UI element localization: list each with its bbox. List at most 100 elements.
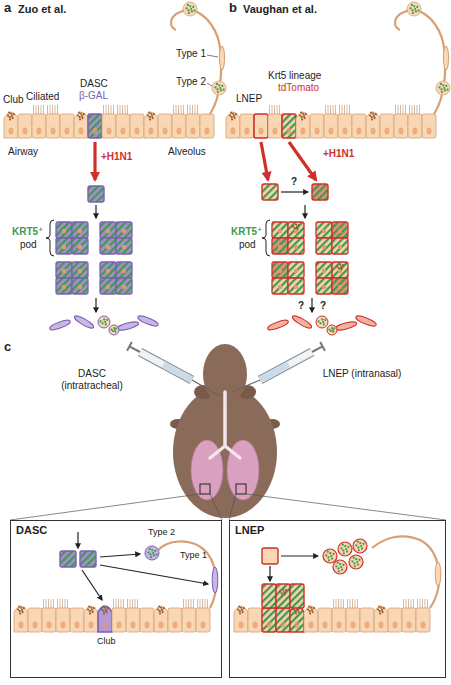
granule bbox=[335, 565, 337, 567]
cell bbox=[380, 114, 394, 138]
cilium bbox=[57, 105, 58, 114]
granule bbox=[374, 117, 376, 119]
type1-cell bbox=[212, 567, 218, 593]
panel-b bbox=[226, 2, 450, 335]
club-cell bbox=[304, 606, 318, 632]
lung-lobe bbox=[227, 440, 259, 500]
type2-cell bbox=[333, 560, 347, 574]
granule bbox=[220, 89, 222, 91]
granule bbox=[351, 560, 353, 562]
cilium bbox=[106, 105, 107, 114]
cilium bbox=[347, 105, 348, 114]
nucleus bbox=[253, 622, 258, 629]
granule bbox=[81, 115, 83, 117]
granule bbox=[187, 4, 189, 6]
nucleus bbox=[33, 622, 38, 629]
syringe-barrel bbox=[260, 352, 312, 380]
granule bbox=[9, 118, 11, 120]
granule bbox=[311, 609, 313, 611]
nucleus bbox=[399, 128, 404, 135]
cilium bbox=[347, 599, 348, 608]
granule bbox=[333, 327, 335, 329]
type2-cell bbox=[349, 555, 363, 569]
type2-like-cell bbox=[316, 316, 328, 328]
cilium bbox=[398, 105, 399, 114]
nucleus bbox=[122, 245, 126, 249]
granule bbox=[416, 6, 418, 8]
granule bbox=[218, 84, 220, 86]
nucleus bbox=[106, 269, 110, 273]
cilium bbox=[113, 105, 114, 114]
granule bbox=[155, 554, 157, 556]
cell bbox=[172, 114, 186, 138]
cilium bbox=[190, 105, 191, 114]
cilium bbox=[33, 105, 34, 114]
cell bbox=[254, 114, 268, 138]
granule bbox=[93, 607, 95, 609]
label: Club bbox=[97, 636, 116, 646]
cell bbox=[100, 222, 116, 238]
cell bbox=[18, 114, 32, 138]
zoom-line bbox=[246, 494, 446, 520]
granule bbox=[328, 559, 330, 561]
granule bbox=[325, 554, 327, 556]
bracket bbox=[46, 220, 54, 256]
nucleus bbox=[338, 229, 342, 233]
granule bbox=[443, 87, 445, 89]
cilium bbox=[188, 599, 189, 608]
nucleus bbox=[338, 245, 342, 249]
granule bbox=[230, 111, 232, 113]
type1-like-cell bbox=[137, 314, 160, 328]
cell bbox=[272, 278, 288, 294]
cell bbox=[56, 262, 72, 278]
cilium bbox=[406, 599, 407, 608]
cell bbox=[116, 238, 132, 254]
granule bbox=[188, 12, 190, 14]
granule bbox=[231, 116, 233, 118]
cell bbox=[324, 114, 338, 138]
cell bbox=[248, 608, 262, 632]
cilium bbox=[417, 105, 418, 114]
nucleus bbox=[177, 128, 182, 135]
cilium bbox=[350, 599, 351, 608]
cilium bbox=[52, 105, 53, 114]
nucleus bbox=[78, 229, 82, 233]
granule bbox=[149, 548, 151, 550]
type1-like-cell bbox=[355, 314, 378, 328]
granule bbox=[150, 556, 152, 558]
cell bbox=[116, 262, 132, 278]
label: Type 1 bbox=[176, 48, 206, 60]
cilium bbox=[113, 599, 114, 608]
cell bbox=[186, 114, 200, 138]
nucleus bbox=[351, 622, 356, 629]
infection-arrow bbox=[261, 142, 268, 180]
region-square bbox=[200, 484, 210, 494]
nucleus bbox=[117, 622, 122, 629]
granule bbox=[110, 328, 112, 330]
granule bbox=[103, 610, 105, 612]
cell bbox=[388, 608, 402, 632]
granule bbox=[295, 612, 297, 614]
label: ? bbox=[291, 176, 297, 188]
cilium bbox=[277, 105, 278, 114]
granule bbox=[235, 113, 237, 115]
granule bbox=[190, 8, 192, 10]
granule bbox=[189, 5, 191, 7]
cell bbox=[168, 608, 182, 632]
granule bbox=[231, 118, 233, 120]
cell bbox=[200, 114, 214, 138]
syringe-plunger bbox=[129, 346, 140, 352]
cilium bbox=[197, 105, 198, 114]
nucleus bbox=[159, 622, 164, 629]
granule bbox=[321, 318, 323, 320]
granule bbox=[279, 590, 281, 592]
cilium bbox=[120, 105, 121, 114]
label: b bbox=[229, 1, 237, 16]
cilium bbox=[195, 105, 196, 114]
granule bbox=[106, 319, 108, 321]
cilium bbox=[422, 599, 423, 608]
granule bbox=[383, 607, 385, 609]
granule bbox=[299, 114, 301, 116]
arrow bbox=[77, 532, 78, 548]
